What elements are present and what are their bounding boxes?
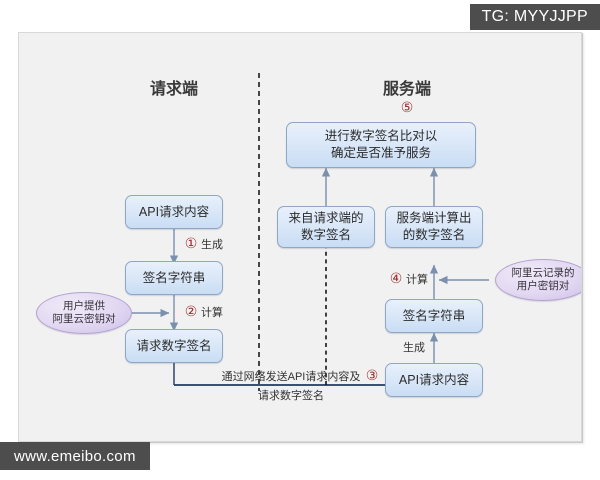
- node-server-compare-line1: 进行数字签名比对以: [324, 129, 438, 143]
- edge-label-step2: 计算: [201, 307, 223, 319]
- node-client-signature[interactable]: 请求数字签名: [125, 329, 223, 363]
- edge-label-server-generate: 生成: [403, 342, 425, 354]
- edge-label-transfer-line1: 通过网络发送API请求内容及: [221, 371, 361, 383]
- watermark-bottom-left: www.emeibo.com: [0, 442, 150, 470]
- step-badge-5: ⑤: [400, 100, 414, 116]
- node-client-keypair-line1: 用户提供: [63, 300, 105, 312]
- node-server-computed-line2: 的数字签名: [402, 228, 466, 242]
- node-server-computed[interactable]: 服务端计算出 的数字签名: [385, 206, 483, 248]
- diagram-canvas: 请求端 服务端 ⑤ 进行数字签名比对以 确定是否准予服务 来自请求端的 数字签名…: [18, 32, 582, 442]
- node-server-keypair[interactable]: 阿里云记录的 用户密钥对: [495, 259, 581, 301]
- node-server-keypair-line2: 用户密钥对: [516, 280, 570, 292]
- lane-title-client: 请求端: [149, 81, 199, 98]
- node-server-api-content[interactable]: API请求内容: [385, 363, 483, 397]
- edge-label-step4: 计算: [406, 274, 428, 286]
- node-client-sign-string-label: 签名字符串: [142, 271, 206, 285]
- node-server-api-content-label: API请求内容: [398, 373, 470, 387]
- node-client-sign-string[interactable]: 签名字符串: [125, 261, 223, 295]
- node-client-keypair[interactable]: 用户提供 阿里云密钥对: [36, 292, 132, 334]
- node-server-sign-string[interactable]: 签名字符串: [385, 299, 483, 333]
- step-badge-3: ③: [365, 368, 379, 384]
- node-client-api-content-label: API请求内容: [138, 205, 210, 219]
- lane-title-server: 服务端: [382, 81, 432, 98]
- node-server-keypair-line1: 阿里云记录的: [511, 267, 575, 279]
- node-client-api-content[interactable]: API请求内容: [125, 195, 223, 229]
- node-server-sign-string-label: 签名字符串: [402, 309, 466, 323]
- watermark-top-right: TG: MYYJJPP: [469, 4, 600, 30]
- step-badge-2: ②: [184, 304, 198, 320]
- node-server-from-client-line2: 数字签名: [300, 228, 351, 242]
- node-server-from-client-line1: 来自请求端的: [288, 211, 364, 225]
- step-badge-1: ①: [184, 236, 198, 252]
- node-server-compare-line2: 确定是否准予服务: [330, 146, 431, 160]
- node-client-keypair-line2: 阿里云密钥对: [52, 313, 116, 325]
- edge-label-transfer-line2: 请求数字签名: [258, 390, 324, 402]
- step-badge-4: ④: [389, 271, 403, 287]
- node-server-compare[interactable]: 进行数字签名比对以 确定是否准予服务: [286, 122, 476, 168]
- edge-label-step1: 生成: [201, 239, 223, 251]
- node-client-signature-label: 请求数字签名: [136, 339, 212, 353]
- node-server-computed-line1: 服务端计算出: [396, 211, 472, 225]
- node-server-from-client[interactable]: 来自请求端的 数字签名: [277, 206, 375, 248]
